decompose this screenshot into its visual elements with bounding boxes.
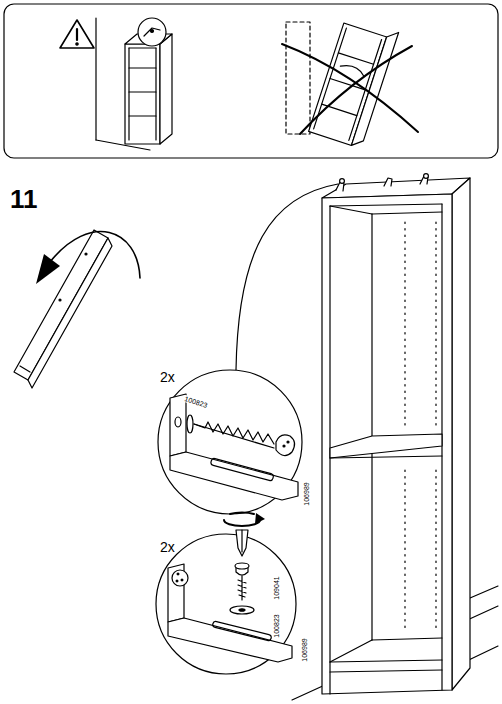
part-number: 106989: [301, 637, 308, 662]
callout-bracket-wall-screw: [156, 512, 296, 674]
callout-bracket-screw: [158, 370, 302, 514]
part-number: 106989: [303, 481, 310, 506]
bookcase: [322, 174, 470, 694]
tipping-bookcase-crossed: [282, 15, 418, 148]
part-number: 109041: [273, 575, 280, 600]
quantity: 2x: [160, 370, 175, 384]
lay-down-panel: [14, 230, 140, 388]
warning-triangle: [60, 20, 94, 48]
quantity: 2x: [160, 540, 175, 554]
bookcase-against-wall: [96, 18, 172, 150]
leader-line: [236, 184, 338, 370]
step-number: 11: [10, 186, 38, 212]
part-number: 100823: [273, 613, 280, 638]
warning-panel: [4, 4, 498, 158]
